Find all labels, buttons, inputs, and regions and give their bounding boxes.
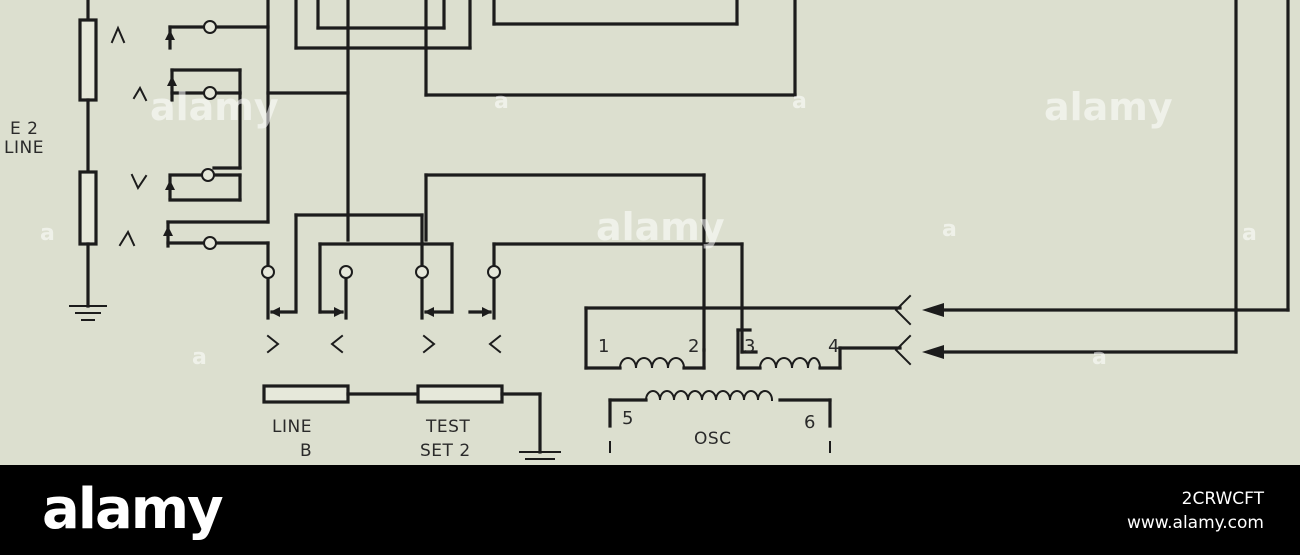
osc-label: OSC bbox=[694, 429, 732, 449]
oscillator-transformer bbox=[584, 306, 902, 428]
coil-windings bbox=[618, 357, 822, 402]
watermark-small: a bbox=[1242, 221, 1257, 246]
line-b-test-set bbox=[262, 384, 542, 454]
jack-springs bbox=[110, 25, 148, 247]
plug-tips bbox=[894, 294, 912, 366]
watermark: alamy bbox=[1044, 85, 1173, 129]
watermark-small: a bbox=[494, 89, 509, 114]
site-url: www.alamy.com bbox=[1126, 513, 1264, 533]
line-b-label-top: LINE bbox=[272, 417, 312, 437]
e2-ground-symbol bbox=[69, 305, 107, 321]
terminal-1-label: 1 bbox=[598, 336, 609, 357]
terminal-3-label: 3 bbox=[744, 336, 755, 357]
test-jack-contacts bbox=[266, 276, 496, 320]
e2-line-resistors bbox=[78, 0, 98, 308]
jack-contacts bbox=[166, 25, 270, 248]
watermark: alamy bbox=[596, 205, 725, 249]
image-id: 2CRWCFT bbox=[1181, 489, 1264, 509]
watermark: alamy bbox=[150, 85, 279, 129]
schematic-area: E 2 LINE LINE B TEST SET 2 OSC 1 2 3 4 5… bbox=[0, 0, 1300, 465]
test-jack-arrows bbox=[270, 307, 492, 317]
middle-wiring bbox=[214, 173, 758, 354]
return-arrowheads bbox=[922, 303, 944, 359]
terminal-6-label: 6 bbox=[804, 412, 815, 433]
terminal-2-label: 2 bbox=[688, 336, 699, 357]
watermark-small: a bbox=[1092, 345, 1107, 370]
osc-dashes bbox=[609, 441, 831, 453]
test-jack-springs bbox=[266, 334, 502, 354]
test-set-label-top: TEST bbox=[425, 417, 470, 437]
terminal-circles bbox=[201, 20, 501, 279]
jack-sleeve-arrows bbox=[163, 30, 177, 236]
line-b-label-bottom: B bbox=[300, 441, 312, 461]
footer-bar: alamy 2CRWCFT www.alamy.com bbox=[0, 465, 1300, 555]
watermark-small: a bbox=[192, 345, 207, 370]
circuit-schematic: E 2 LINE LINE B TEST SET 2 OSC 1 2 3 4 5… bbox=[4, 0, 1290, 461]
terminal-5-label: 5 bbox=[622, 408, 633, 429]
image-credit: 2CRWCFT www.alamy.com bbox=[1127, 487, 1264, 535]
alamy-logo: alamy bbox=[42, 477, 224, 542]
watermark-small: a bbox=[792, 89, 807, 114]
watermark-small: a bbox=[40, 221, 55, 246]
test-set-ground bbox=[519, 451, 561, 460]
upper-wiring bbox=[168, 0, 797, 242]
test-set-label-bottom: SET 2 bbox=[420, 441, 471, 461]
e2-line-label-top: E 2 bbox=[10, 119, 38, 139]
terminal-4-label: 4 bbox=[828, 336, 839, 357]
watermark-small: a bbox=[942, 217, 957, 242]
e2-line-label-bottom: LINE bbox=[4, 138, 44, 158]
return-wires bbox=[938, 0, 1290, 354]
